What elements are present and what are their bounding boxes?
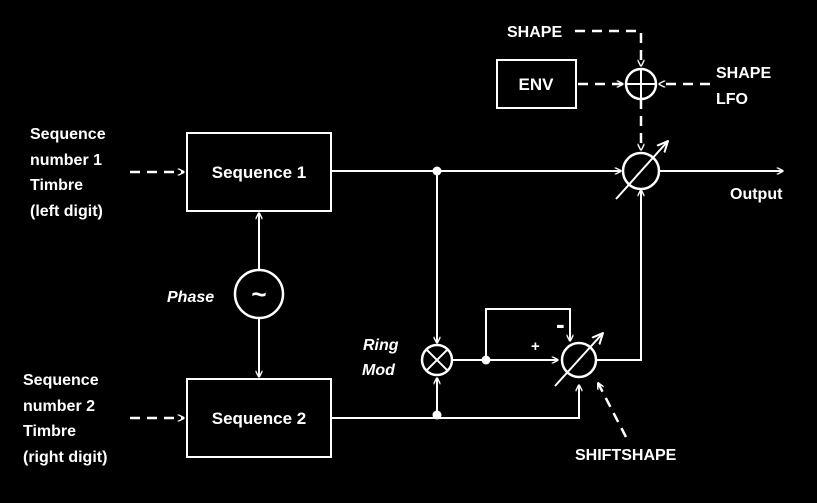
seq2-input-line-1: Sequence: [23, 372, 99, 389]
seq1-input-line-1: Sequence: [30, 126, 106, 143]
sequence-2-label: Sequence 2: [212, 409, 307, 428]
phase-symbol: ~: [251, 279, 266, 309]
sequence-1-block: Sequence 1: [186, 132, 332, 212]
lower-to-upper-line: [596, 190, 641, 361]
shape-summer: [624, 67, 658, 101]
seq2-output-line: [331, 385, 579, 419]
shiftshape-label: SHIFTSHAPE: [575, 447, 677, 464]
phase-oscillator: ~: [233, 268, 285, 320]
shape-input-arrow: [575, 29, 641, 66]
output-label: Output: [730, 186, 783, 203]
shape-label: SHAPE: [507, 24, 562, 41]
mod-label: Mod: [362, 362, 396, 379]
seq2-input-label: Sequence number 2 Timbre (right digit): [23, 372, 107, 466]
shiftshape-crossfader: [554, 333, 603, 387]
phase-label: Phase: [167, 289, 214, 306]
shape-lfo-label-line-1: SHAPE: [716, 65, 771, 82]
seq1-input-line-3: Timbre: [30, 177, 83, 194]
ring-label: Ring: [363, 337, 399, 354]
plus-sign: +: [531, 338, 540, 355]
minus-sign: -: [556, 309, 565, 339]
shape-lfo-label-line-2: LFO: [716, 91, 748, 108]
sequence-1-label: Sequence 1: [212, 163, 307, 182]
ringmod-feedback-line: [485, 308, 570, 360]
sequence-2-block: Sequence 2: [186, 378, 332, 458]
seq1-input-label: Sequence number 1 Timbre (left digit): [30, 126, 106, 220]
seq2-input-line-2: number 2: [23, 398, 95, 415]
seq1-input-line-2: number 1: [30, 152, 102, 169]
ring-mod-multiplier: [420, 343, 454, 377]
env-label: ENV: [519, 75, 555, 94]
env-block: ENV: [496, 59, 577, 109]
seq2-input-line-3: Timbre: [23, 423, 76, 440]
shiftshape-input-arrow: [596, 383, 628, 438]
seq1-input-line-4: (left digit): [30, 203, 103, 220]
seq2-input-line-4: (right digit): [23, 449, 107, 466]
